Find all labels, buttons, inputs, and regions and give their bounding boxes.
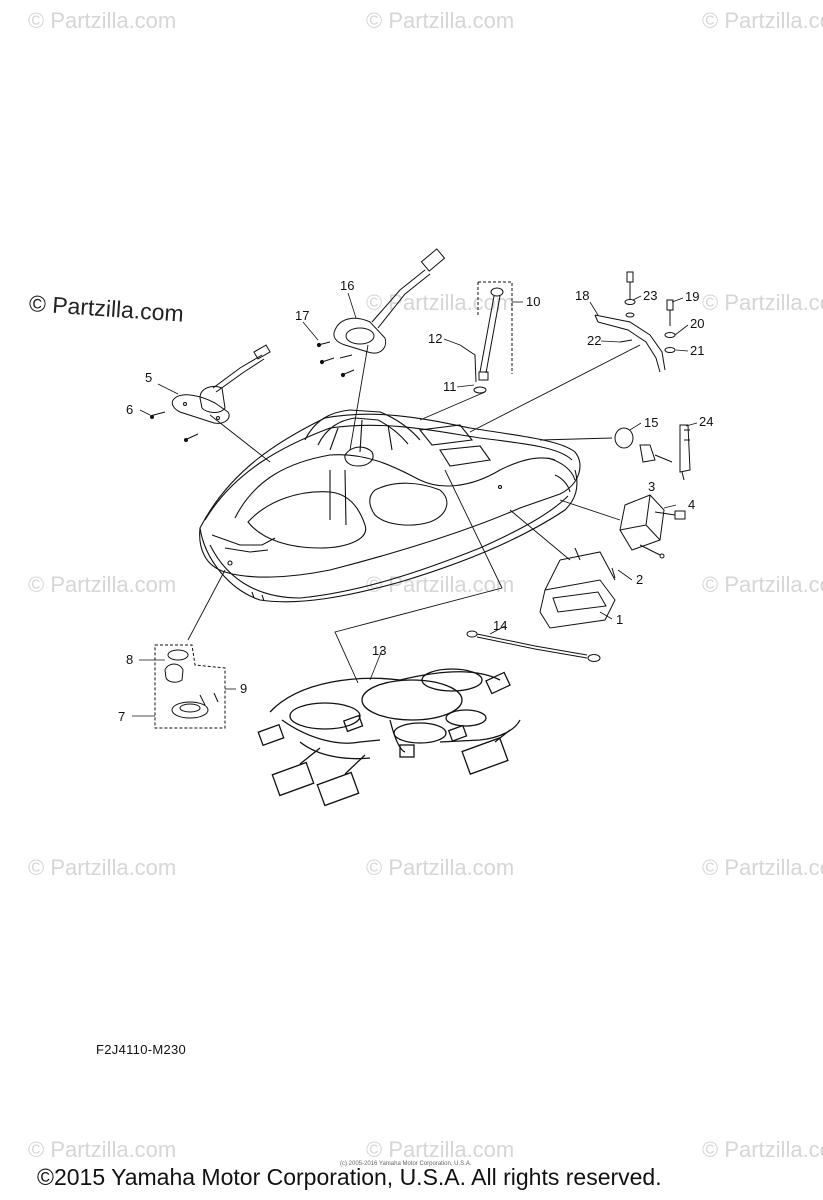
- part-10-antenna: [459, 281, 513, 394]
- callout-12: 12: [428, 331, 442, 346]
- callout-2: 2: [636, 572, 643, 587]
- watermark: © Partzilla.com: [702, 1137, 823, 1162]
- callout-3: 3: [648, 479, 655, 494]
- watermark: © Partzilla.com: [366, 855, 515, 880]
- watermark: © Partzilla.com: [366, 8, 515, 33]
- watermark: © Partzilla.com: [28, 855, 177, 880]
- watermark: © Partzilla.com: [366, 290, 515, 315]
- callout-6: 6: [126, 402, 133, 417]
- callout-17: 17: [295, 308, 309, 323]
- watermark: © Partzilla.com: [702, 290, 823, 315]
- part-7-plug-group: [154, 644, 226, 729]
- callout-20: 20: [690, 316, 704, 331]
- callout-19: 19: [685, 289, 699, 304]
- callout-1: 1: [616, 612, 623, 627]
- part-18-bracket: [594, 271, 676, 373]
- callout-24: 24: [699, 414, 713, 429]
- watermark: © Partzilla.com: [702, 572, 823, 597]
- callout-21: 21: [690, 343, 704, 358]
- callout-7: 7: [118, 709, 125, 724]
- part-16-speaker: [316, 248, 446, 378]
- callout-4: 4: [688, 497, 695, 512]
- watermark: © Partzilla.com: [366, 1137, 515, 1162]
- callout-23: 23: [643, 288, 657, 303]
- tiny-copyright: (c) 2005-2016 Yamaha Motor Corporation, …: [340, 1161, 472, 1167]
- callout-22: 22: [587, 333, 601, 348]
- callout-15: 15: [644, 415, 658, 430]
- watermark: © Partzilla.com: [28, 8, 177, 33]
- callout-leaders: [132, 292, 698, 717]
- callouts: 1 2 3 4 5 6 7 8 9 10 11 12 13 14 15 16 1…: [118, 278, 713, 724]
- part-1-battery-box: [539, 547, 616, 629]
- callout-18: 18: [575, 288, 589, 303]
- part-13-harness: [257, 668, 521, 807]
- watermark: © Partzilla.com: [702, 855, 823, 880]
- callout-13: 13: [372, 643, 386, 658]
- boat-hull: [199, 409, 581, 603]
- watermark: © Partzilla.com: [28, 1137, 177, 1162]
- part-5-fitting: [149, 344, 271, 442]
- diagram-code: F2J4110-M230: [96, 1042, 187, 1057]
- callout-10: 10: [526, 294, 540, 309]
- watermark: © Partzilla.com: [28, 572, 177, 597]
- callout-11: 11: [443, 379, 457, 394]
- callout-16: 16: [340, 278, 354, 293]
- callout-8: 8: [126, 652, 133, 667]
- callout-14: 14: [493, 618, 507, 633]
- watermark: © Partzilla.com: [702, 8, 823, 33]
- part-14-cable: [466, 630, 601, 662]
- callout-9: 9: [240, 681, 247, 696]
- callout-5: 5: [145, 370, 152, 385]
- copyright-notice: ©2015 Yamaha Motor Corporation, U.S.A. A…: [37, 1164, 662, 1190]
- part-3-module: [619, 494, 686, 559]
- leader-lines: [187, 344, 641, 684]
- part-15-24-sensors: [614, 424, 691, 481]
